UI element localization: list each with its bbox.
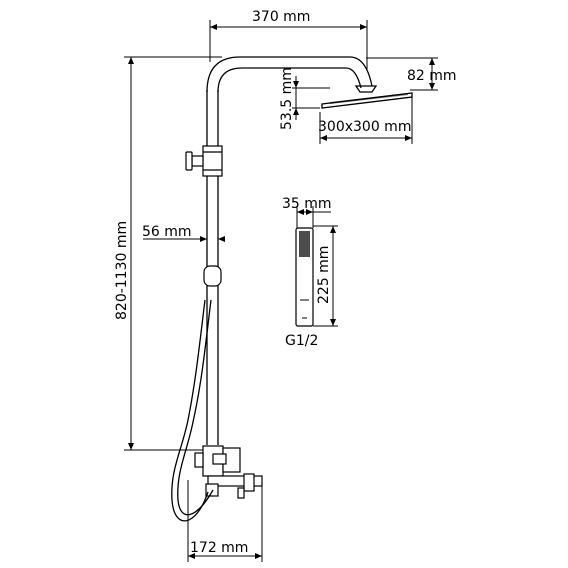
head-thickness-label: 82 mm [407, 68, 457, 84]
diverter-valve [185, 145, 223, 177]
head-drop-label: 53.5 mm [279, 67, 295, 130]
head-size-label: 300x300 mm [318, 119, 411, 135]
dimension-lines [124, 20, 438, 562]
hand-shower-length-label: 225 mm [316, 246, 332, 304]
dimension-labels: 370 mm 82 mm 53.5 mm 300x300 mm 56 mm 82… [114, 9, 457, 556]
hand-shower [295, 227, 314, 327]
rain-shower-head [321, 85, 413, 109]
thread-label: G1/2 [285, 333, 318, 349]
spout-length-label: 172 mm [190, 540, 248, 556]
rail-offset-label: 56 mm [142, 224, 192, 240]
slide-holder [203, 265, 222, 287]
arm-length-label: 370 mm [252, 9, 310, 25]
thermostatic-mixer [194, 445, 263, 499]
hand-shower-width-label: 35 mm [282, 196, 332, 212]
shower-hose [171, 299, 214, 522]
height-range-label: 820-1130 mm [114, 221, 130, 320]
